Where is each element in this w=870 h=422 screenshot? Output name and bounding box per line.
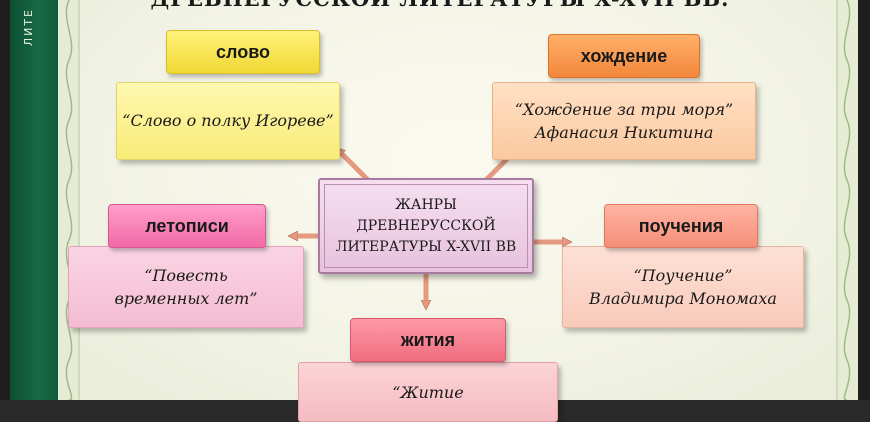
frame-left — [0, 0, 10, 400]
genre-label-khozhdenie: хождение — [548, 34, 700, 78]
example-poucheniya: “Поучение” Владимира Мономаха — [562, 246, 804, 328]
right-ornament — [836, 0, 858, 400]
frame-right — [858, 0, 870, 400]
side-band — [10, 0, 58, 400]
arrow-to-slovo — [338, 150, 370, 182]
genre-label-slovo: слово — [166, 30, 320, 74]
example-letopisi: “Повесть временных лет” — [68, 246, 304, 328]
genre-label-letopisi: летописи — [108, 204, 266, 248]
example-slovo: “Слово о полку Игореве” — [116, 82, 340, 160]
genre-label-poucheniya: поучения — [604, 204, 758, 248]
example-zhitiya: “Житие — [298, 362, 558, 422]
example-khozhdenie: “Хождение за три моря” Афанасия Никитина — [492, 82, 756, 160]
center-genres-box: ЖАНРЫ ДРЕВНЕРУССКОЙ ЛИТЕРАТУРЫ X-XVII ВВ — [318, 178, 534, 274]
genre-label-zhitiya: жития — [350, 318, 506, 362]
poster-title: ДРЕВНЕРУССКОЙ ЛИТЕРАТУРЫ X-XVII ВВ. — [120, 0, 760, 11]
